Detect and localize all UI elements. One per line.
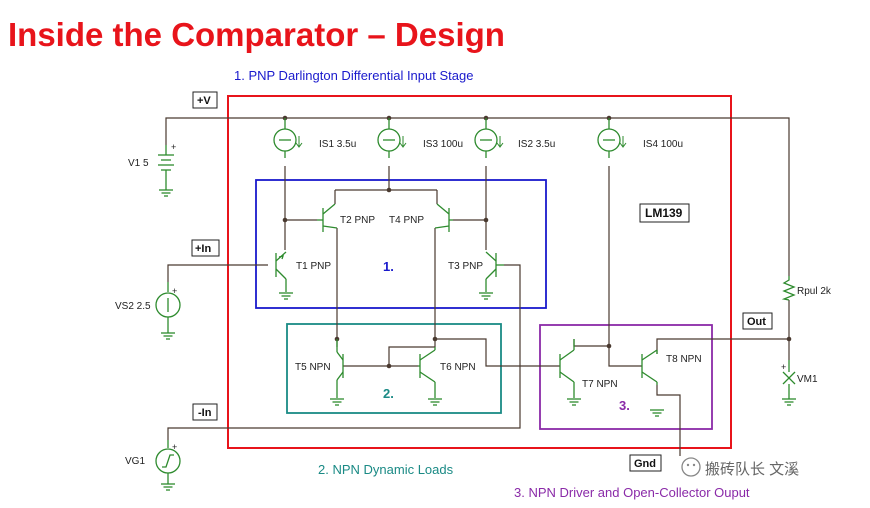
transistor-t5 [336, 339, 344, 398]
current-source-is4 [597, 117, 627, 159]
caption-stage3: 3. NPN Driver and Open-Collector Ouput [514, 485, 750, 500]
label-is4: IS4 100u [643, 139, 683, 150]
pin-inplus: +In [195, 243, 211, 255]
watermark: 搬砖队长 文溪 [681, 457, 799, 478]
svg-text:+: + [172, 442, 177, 452]
wiring [165, 117, 790, 456]
pin-out-box [742, 312, 773, 330]
label-t5: T5 NPN [295, 362, 331, 373]
transistor-t6 [418, 347, 436, 398]
voltage-source-vs2 [155, 282, 181, 333]
current-source-is3 [377, 117, 407, 159]
label-vm1: VM1 [797, 374, 818, 385]
pin-out: Out [747, 316, 766, 328]
battery-v1 [158, 145, 174, 190]
transistor-t2 [317, 203, 338, 232]
pin-gnd-box [629, 454, 662, 472]
pin-vplus-box [192, 91, 218, 109]
ground-symbols [158, 189, 797, 491]
label-vs2: VS2 2.5 [115, 301, 151, 312]
pin-gnd: Gnd [634, 458, 656, 470]
junctions [282, 115, 792, 369]
wechat-icon [681, 457, 701, 477]
chip-boundary [227, 95, 732, 449]
svg-text:+: + [781, 362, 786, 372]
label-t3: T3 PNP [448, 261, 483, 272]
label-t8: T8 NPN [666, 354, 702, 365]
stage1-box [255, 179, 547, 309]
stage2-box [286, 323, 502, 414]
pin-inminus: -In [198, 407, 212, 419]
label-v1: V1 5 [128, 158, 149, 169]
chip-label: LM139 [645, 206, 683, 220]
label-t1: T1 PNP [296, 261, 331, 272]
transistor-t8 [641, 349, 658, 385]
label-rpul: Rpul 2k [797, 286, 832, 297]
label-t7: T7 NPN [582, 379, 618, 390]
caption-stage1: 1. PNP Darlington Differential Input Sta… [234, 68, 473, 83]
stage3-box [539, 324, 713, 430]
stage-number-2: 2. [383, 386, 394, 401]
current-source-is1 [273, 117, 303, 159]
voltage-generator-vg1 [155, 440, 181, 484]
transistor-t7 [559, 339, 575, 398]
svg-text:+: + [171, 142, 176, 152]
label-t4: T4 PNP [389, 215, 424, 226]
pin-inminus-box [192, 403, 218, 421]
slide-title: Inside the Comparator – Design [8, 16, 505, 53]
current-source-is2 [474, 117, 504, 159]
transistor-t1 [275, 251, 287, 292]
transistor-t3 [485, 251, 504, 292]
pin-vplus: +V [197, 95, 211, 107]
label-t2: T2 PNP [340, 215, 375, 226]
stage-number-3: 3. [619, 398, 630, 413]
stage-number-1: 1. [383, 259, 394, 274]
watermark-text: 搬砖队长 文溪 [705, 461, 799, 478]
caption-stage2: 2. NPN Dynamic Loads [318, 462, 454, 477]
label-is3: IS3 100u [423, 139, 463, 150]
label-t6: T6 NPN [440, 362, 476, 373]
voltmeter-vm1 [782, 360, 796, 399]
label-vg1: VG1 [125, 456, 145, 467]
label-is2: IS2 3.5u [518, 139, 555, 150]
chip-label-box [639, 203, 690, 223]
transistor-t4 [434, 203, 453, 232]
svg-text:+: + [172, 286, 177, 296]
label-is1: IS1 3.5u [319, 139, 356, 150]
resistor-rpul [781, 276, 796, 301]
pin-inplus-box [191, 239, 220, 257]
